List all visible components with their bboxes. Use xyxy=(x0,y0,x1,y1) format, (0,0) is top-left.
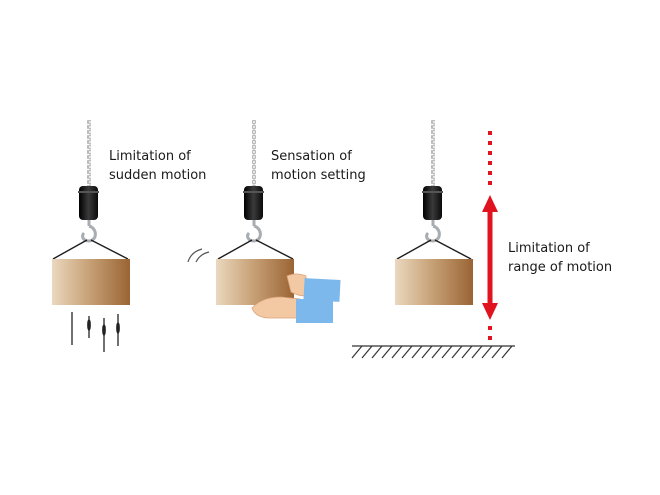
chain-icon xyxy=(252,120,256,186)
label-range-of-motion: Limitation of range of motion xyxy=(508,239,612,277)
load-box-icon xyxy=(395,259,473,305)
hook-icon xyxy=(246,220,262,243)
label-range-of-motion-line2: range of motion xyxy=(508,260,613,275)
sling-icon xyxy=(52,239,129,260)
hook-icon xyxy=(425,220,441,243)
label-motion-setting: Sensation of motion setting xyxy=(271,147,366,185)
double-arrow-icon xyxy=(482,195,498,320)
label-sudden-motion-line2: sudden motion xyxy=(109,168,207,183)
ground-hatch-icon xyxy=(351,345,515,359)
sling-icon xyxy=(217,239,294,260)
chain-icon xyxy=(431,120,435,186)
hook-icon xyxy=(81,220,97,243)
label-sudden-motion: Limitation of sudden motion xyxy=(109,147,206,185)
label-sudden-motion-line1: Limitation of xyxy=(109,149,191,164)
hoist-unit-range-of-motion xyxy=(351,120,515,359)
hoist-icon xyxy=(422,186,443,220)
sling-icon xyxy=(396,239,472,260)
hoist-unit-motion-setting xyxy=(187,120,341,323)
hand-icon xyxy=(251,273,341,323)
hoist-icon xyxy=(243,186,264,220)
motion-lines-icon xyxy=(71,312,120,352)
chain-icon xyxy=(87,120,91,186)
hoist-unit-sudden-motion xyxy=(52,120,130,352)
swing-arc-icon xyxy=(187,248,210,263)
label-motion-setting-line2: motion setting xyxy=(271,168,366,183)
load-box-icon xyxy=(52,259,130,305)
range-limit-indicator xyxy=(482,131,498,346)
label-range-of-motion-line1: Limitation of xyxy=(508,241,590,256)
label-motion-setting-line1: Sensation of xyxy=(271,149,352,164)
hoist-icon xyxy=(78,186,99,220)
